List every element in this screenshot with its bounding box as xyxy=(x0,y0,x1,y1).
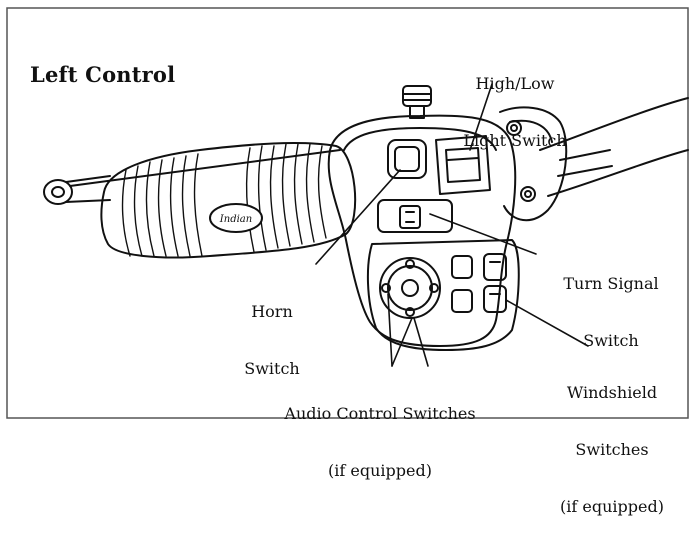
leader-lines xyxy=(315,83,589,367)
label-line: Switch xyxy=(244,359,300,378)
grip-logo-text: Indian xyxy=(219,214,252,225)
label-line: (if equipped) xyxy=(328,461,432,480)
high-low-switch xyxy=(435,135,491,195)
horn-button xyxy=(387,139,427,179)
label-line: High/Low xyxy=(475,74,555,93)
label-high-low-light-switch: High/Low Light Switch xyxy=(440,36,590,169)
label-audio-control-switches: Audio Control Switches (if equipped) xyxy=(256,366,504,499)
hand-grip xyxy=(100,142,357,259)
label-line: Audio Control Switches xyxy=(284,404,476,423)
label-line: Switches xyxy=(575,440,649,459)
grip-logo-emblem xyxy=(209,203,263,233)
label-line: Windshield xyxy=(566,383,658,402)
diagram-title: Left Control xyxy=(30,62,176,87)
handlebar-tube xyxy=(539,97,689,197)
label-turn-signal-switch: Turn Signal Switch xyxy=(536,236,686,369)
mirror-mount-knob xyxy=(402,85,432,119)
label-line: Light Switch xyxy=(463,131,567,150)
left-control-diagram: Indian xyxy=(6,7,689,419)
label-line: Switch xyxy=(583,331,639,350)
windshield-switches xyxy=(483,253,507,313)
turn-signal-switch xyxy=(377,199,453,233)
bar-end xyxy=(43,175,111,205)
switch-housing xyxy=(327,114,517,347)
frame-border xyxy=(6,7,689,419)
label-line: (if equipped) xyxy=(560,497,664,516)
label-line: Turn Signal xyxy=(563,274,659,293)
label-windshield-switches: Windshield Switches (if equipped) xyxy=(537,345,687,535)
throttle-rod xyxy=(69,149,341,187)
audio-side-buttons xyxy=(451,255,473,313)
clamp xyxy=(499,106,568,221)
label-line: Horn xyxy=(251,302,293,321)
label-horn-switch: Horn Switch xyxy=(226,264,318,397)
audio-control-pad xyxy=(379,257,441,319)
audio-pod xyxy=(366,239,520,351)
